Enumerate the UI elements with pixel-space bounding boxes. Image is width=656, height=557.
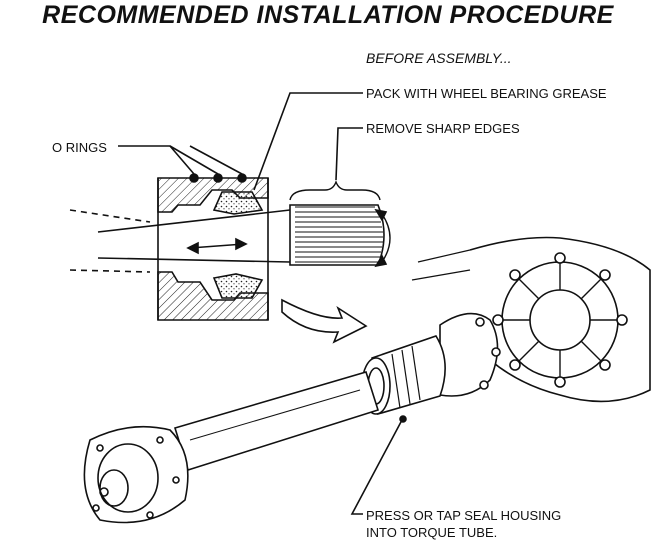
splined-shaft-detail (69, 180, 391, 273)
torque-tube-flange (439, 312, 499, 397)
callout-pack-grease: PACK WITH WHEEL BEARING GREASE (366, 86, 607, 101)
yoke-flange (83, 425, 189, 524)
o-ring-3 (237, 173, 247, 183)
torque-tube-assembly (83, 236, 651, 524)
grease-pack-bottom (212, 273, 264, 299)
callout-o-rings: O RINGS (52, 140, 107, 155)
spline-brace (289, 180, 381, 201)
callout-leaders (118, 92, 407, 515)
rotation-arrow (381, 213, 391, 263)
callout-press-seal-line2: INTO TORQUE TUBE. (366, 525, 498, 540)
o-ring-1 (189, 173, 199, 183)
seal-housing-cross-section (157, 173, 269, 321)
drive-shaft-tube (173, 371, 380, 472)
spline-end (289, 204, 385, 266)
page-title: RECOMMENDED INSTALLATION PROCEDURE (42, 1, 614, 29)
o-ring-2 (213, 173, 223, 183)
housing-bottom-section (157, 271, 269, 321)
before-assembly-heading: BEFORE ASSEMBLY... (366, 50, 512, 66)
callout-press-seal-line1: PRESS OR TAP SEAL HOUSING (366, 508, 562, 523)
transfer-arrow (281, 298, 368, 344)
callout-remove-sharp-edges: REMOVE SHARP EDGES (366, 121, 520, 136)
grease-pack-top (212, 191, 264, 215)
seal-housing (371, 335, 446, 416)
